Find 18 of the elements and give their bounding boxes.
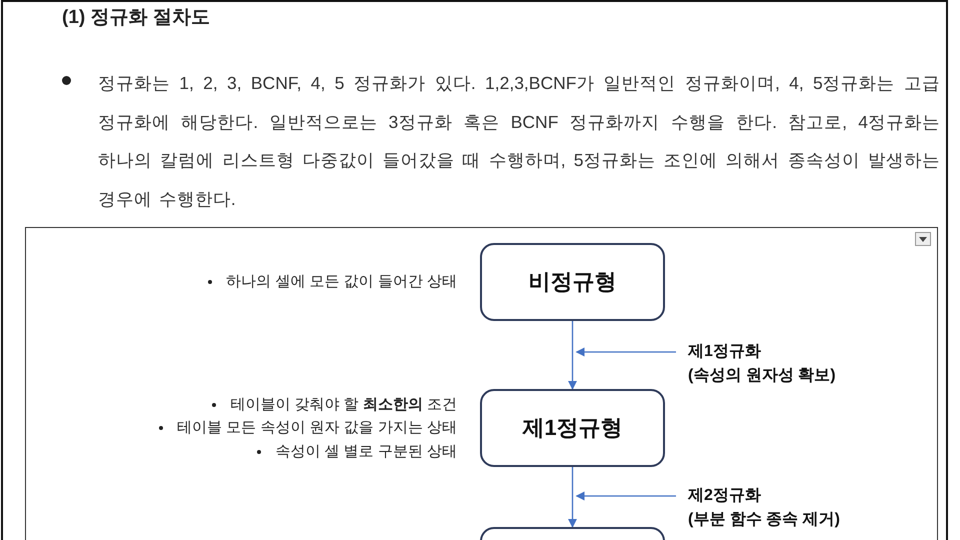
arrow xyxy=(576,347,676,357)
bullet-note: 테이블이 갖춰야 할 최소한의 조건 xyxy=(230,394,457,415)
bullet-note: 하나의 셀에 모든 값이 들어간 상태 xyxy=(226,272,457,292)
arrow xyxy=(568,321,578,390)
process-box xyxy=(480,389,665,467)
arrow xyxy=(576,491,676,501)
bullet-note: 테이블 모든 속성이 원자 값을 가지는 상태 xyxy=(176,418,457,438)
step-label: (부분 함수 종속 제거) xyxy=(688,510,840,530)
paragraph: 정규화는 1, 2, 3, BCNF, 4, 5 정규화가 있다. 1,2,3,BCNF가 일반적인 정규화이며, 4, 5정규화는 고급 정규화에 해당한다. 일반적으로는 3정규화 혹은 BCNF 정규화까지 수행을 한다. 참고로, 4정규화는 하나의 칼럼에 리스트형 다중값이 들어갔을 때 수행하며, 5정규화는 조인에 의해서 종속성이 발생하는 경우에 수행한다. xyxy=(98,72,940,210)
step-label: (속성의 원자성 확보) xyxy=(688,366,836,386)
arrow xyxy=(568,467,578,528)
section-heading: (1) 정규화 절차도 xyxy=(62,6,210,30)
box-title: 비정규형 xyxy=(528,268,616,296)
step-label: 제2정규화 xyxy=(688,486,762,506)
step-label: 제1정규화 xyxy=(688,342,762,362)
box-title: 제1정규형 xyxy=(522,414,623,442)
process-box xyxy=(480,243,665,321)
bullet-note: 속성이 셀 별로 구분된 상태 xyxy=(275,442,457,462)
